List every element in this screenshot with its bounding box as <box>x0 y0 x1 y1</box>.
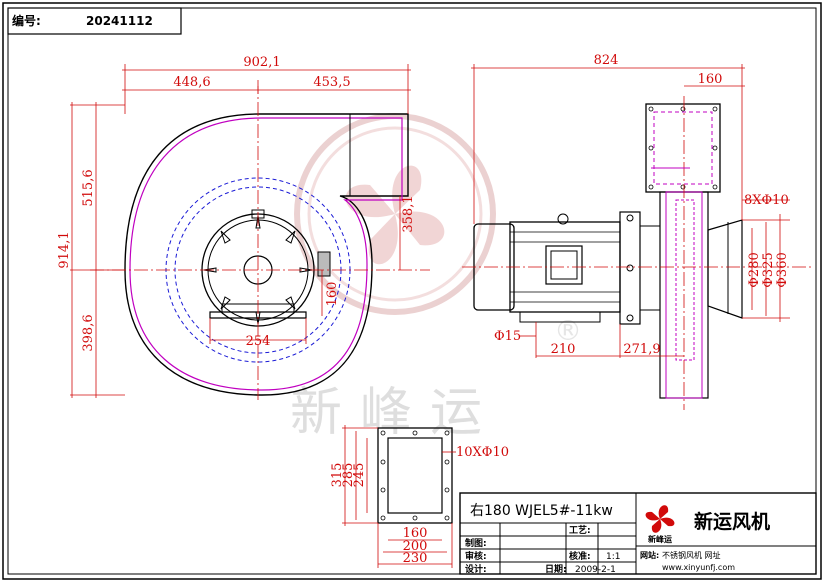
dim-motor-center-height: 160 <box>325 282 340 307</box>
dim-lower-height: 398,6 <box>81 314 96 351</box>
title-block <box>459 492 817 575</box>
dim-flange-h-outer: 315 <box>330 463 345 488</box>
company-logo: 新峰运 <box>645 505 675 544</box>
logo-text: 新峰运 <box>648 534 672 544</box>
dim-flange-h-inner: 245 <box>352 463 367 488</box>
process-label: 工艺: <box>569 524 591 536</box>
website-url: www.xinyunfj.com <box>662 563 735 572</box>
fan-logo-icon <box>645 505 675 533</box>
dim-shaft-distance: 271,9 <box>623 342 660 357</box>
dim-flange-w-bolt: 200 <box>403 539 428 554</box>
date-label: 日期: <box>545 563 567 575</box>
website-label: 网站: <box>640 550 659 560</box>
dim-flange-holes-count: 10XΦ10 <box>456 445 509 460</box>
dim-outlet-depth: 160 <box>698 72 723 87</box>
dim-flange-holes: 8XΦ10 <box>744 193 789 208</box>
dim-upper-height: 515,6 <box>81 169 96 206</box>
watermark-fan-icon <box>345 165 445 265</box>
approve-label: 核准: <box>569 550 591 562</box>
design-label: 设计: <box>465 563 487 575</box>
front-view: 902,1 448,6 453,5 914,1 515,6 398,6 358,… <box>57 55 430 400</box>
serial-box: 编号: 20241112 <box>7 7 182 35</box>
scale-value: 1:1 <box>606 552 620 562</box>
company-name: 新运风机 <box>694 510 770 533</box>
website-desc: 不锈钢风机 网址 <box>662 550 721 560</box>
serial-value: 20241112 <box>86 14 153 28</box>
watermark-text: 新峰运 <box>290 383 500 443</box>
inner-border <box>7 7 817 575</box>
model-title: 右180 WJEL5#-11kw <box>470 503 613 519</box>
dim-dia-bolt: Φ325 <box>761 252 776 287</box>
dim-base-width: 254 <box>246 334 271 349</box>
drawn-label: 制图: <box>465 537 487 549</box>
dim-right-width: 453,5 <box>313 75 350 90</box>
dim-overall-length: 824 <box>594 53 619 68</box>
dim-dia-inner: Φ280 <box>747 252 762 287</box>
outlet-flange-view: 10XΦ10 315 285 245 160 200 230 <box>330 425 509 568</box>
serial-label: 编号: <box>11 13 41 28</box>
dim-flange-w-outer: 230 <box>403 551 428 566</box>
dim-foot-hole: Φ15 <box>494 329 521 344</box>
dim-dia-outer: Φ360 <box>775 252 790 287</box>
dim-flange-h-bolt: 285 <box>341 463 356 488</box>
check-label: 审核: <box>465 550 487 562</box>
dim-flange-w-inner: 160 <box>403 526 428 541</box>
side-view: 824 160 8XΦ10 Φ280 Φ325 Φ360 Φ15 210 271… <box>462 53 812 410</box>
dim-foot-spacing: 210 <box>551 342 576 357</box>
dim-left-width: 448,6 <box>173 75 210 90</box>
dim-overall-width: 902,1 <box>243 55 280 70</box>
watermark: 新峰运 ® <box>290 113 582 443</box>
dim-overall-height: 914,1 <box>57 231 72 268</box>
watermark-registered: ® <box>554 314 582 347</box>
dim-outlet-offset: 358,1 <box>401 195 416 232</box>
date-value: 2009-2-1 <box>575 565 616 575</box>
